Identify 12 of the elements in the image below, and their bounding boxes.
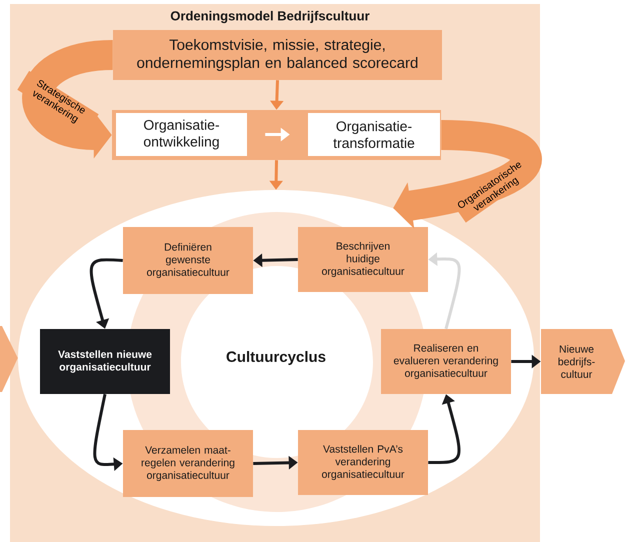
chevron-box: Nieuwe bedrijfs- cultuur — [541, 329, 625, 394]
process-box: Organisatie- ontwikkeling — [116, 113, 247, 156]
title: Ordeningsmodel Bedrijfscultuur — [170, 10, 370, 24]
process-box: Definiëren gewenste organisatiecultuur — [123, 227, 253, 294]
process-box: Organisatie- transformatie — [308, 113, 440, 156]
process-box: Realiseren en evalueren verandering organisatiecultuur — [381, 329, 511, 394]
process-box: Verzamelen maat- regelen verandering organisatiecultuur — [123, 430, 253, 497]
chevron-arrow — [0, 326, 18, 392]
process-box: Beschrijven huidige organisatiecultuur — [298, 227, 428, 292]
heading-box: Toekomstvisie, missie, strategie, ondernemingsplan en balanced scorecard — [113, 30, 442, 80]
highlighted-box: Vaststellen nieuwe organisatiecultuur — [40, 329, 170, 394]
process-box: Vaststellen PvA’s verandering organisatiecultuur — [298, 430, 428, 495]
